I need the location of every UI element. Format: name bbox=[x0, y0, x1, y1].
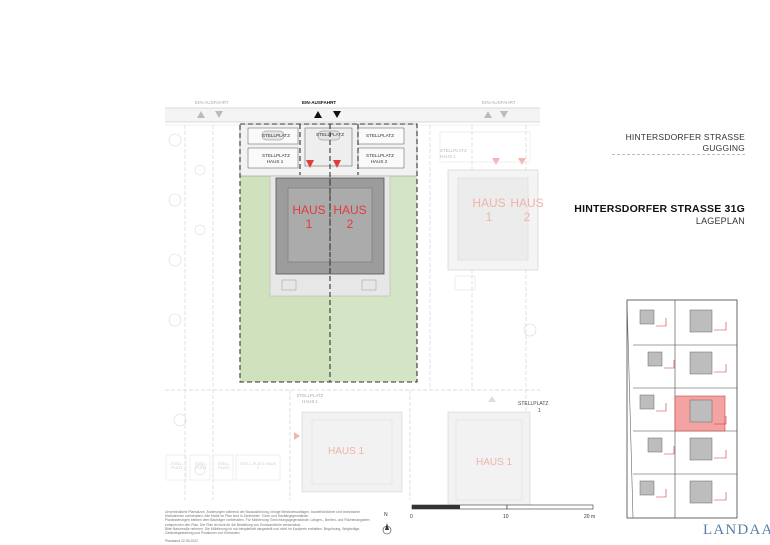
lower-house-left-label: HAUS 1 bbox=[328, 446, 365, 457]
town-title: GUGGING bbox=[702, 143, 745, 153]
bottom-parking-2: STELL-PLATZ bbox=[194, 462, 208, 470]
bottom-parking-4: STELL-PLATZ HAUS 2 bbox=[240, 462, 277, 470]
haus-2-number: 2 bbox=[346, 217, 354, 231]
parking-house2-line1: STELLPLATZ bbox=[366, 153, 394, 158]
car-icon bbox=[317, 130, 341, 141]
title-divider bbox=[612, 154, 745, 155]
ghost-parking-right-line2: HAUS 1 bbox=[440, 154, 456, 159]
haus-1-label: HAUS 1 bbox=[292, 203, 326, 231]
haus-2-title: HAUS bbox=[333, 203, 367, 217]
key-plan bbox=[626, 299, 738, 519]
entrance-left-label: EIN-AUSFAHRT bbox=[195, 100, 229, 105]
ghost-haus-1-number: 1 bbox=[485, 210, 493, 224]
car-icon bbox=[261, 130, 285, 141]
road bbox=[165, 108, 540, 122]
trees bbox=[168, 133, 537, 476]
footnote-date: Planstand 22.06.2022 bbox=[165, 539, 198, 544]
scale-label-10: 10 bbox=[503, 514, 509, 520]
scale-label-0: 0 bbox=[410, 514, 413, 520]
ghost-house-right bbox=[439, 131, 539, 291]
parking-house2-label: STELLPLATZ HAUS 2 bbox=[366, 153, 394, 165]
footnote-line2: Planänderungen bleiben dem Bauträger vor… bbox=[165, 518, 370, 527]
parking-top-mid-label: STELLPLATZ bbox=[316, 132, 344, 137]
lower-house-right-label: HAUS 1 bbox=[476, 457, 513, 468]
entrance-right-label: EIN-AUSFAHRT bbox=[482, 100, 516, 105]
property-boundary bbox=[239, 123, 418, 383]
ghost-house-lower-right bbox=[447, 411, 531, 509]
footnote-line3: Bitte Naturmaße nehmen. Die Möblierung i… bbox=[165, 526, 361, 536]
project-title: HINTERSDORFER STRASSE 31G bbox=[574, 203, 745, 215]
footnote: Unverbindliche Planskizze. Änderungen wä… bbox=[165, 510, 380, 543]
ghost-house-lower-left bbox=[301, 411, 403, 493]
entrance-main-label: EIN-AUSFAHRT bbox=[302, 100, 337, 105]
scale-label-20: 20 m bbox=[584, 514, 596, 520]
parking-top-left-label: STELLPLATZ bbox=[262, 133, 290, 138]
lower-right-parking-line1: STELLPLATZ bbox=[518, 401, 549, 407]
lower-parking-label: STELLPLATZ HAUS 1 bbox=[295, 393, 325, 405]
haus-1-number: 1 bbox=[305, 217, 313, 231]
lower-right-parking-line2: 1 bbox=[538, 408, 541, 414]
landaa-logo: LANDAA bbox=[703, 522, 770, 538]
ghost-haus-1-label: HAUS 1 bbox=[472, 196, 506, 224]
parking-house2-line2: HAUS 2 bbox=[370, 159, 388, 164]
parking-space-house1 bbox=[247, 147, 299, 169]
lower-parking-line2: HAUS 1 bbox=[302, 399, 318, 404]
parking-house1-line2: HAUS 1 bbox=[266, 159, 284, 164]
parking-top-right-label: STELLPLATZ bbox=[366, 133, 394, 138]
ghost-haus-2-number: 2 bbox=[523, 210, 531, 224]
ghost-parking-right-label: STELLPLATZ HAUS 1 bbox=[440, 148, 467, 160]
lower-parking-line1: STELLPLATZ bbox=[296, 393, 324, 398]
ghost-haus-1-title: HAUS bbox=[472, 196, 506, 210]
haus-2-label: HAUS 2 bbox=[333, 203, 367, 231]
ghost-haus-2-label: HAUS 2 bbox=[510, 196, 544, 224]
ghost-parking-right-line1: STELLPLATZ bbox=[440, 148, 467, 153]
north-label: N bbox=[384, 512, 388, 518]
bottom-parking-1: STELL-PLATZ bbox=[170, 462, 184, 470]
table-icon bbox=[281, 279, 297, 291]
table-icon bbox=[361, 279, 377, 291]
parking-house1-line1: STELLPLATZ bbox=[262, 153, 290, 158]
haus-1-title: HAUS bbox=[292, 203, 326, 217]
footnote-line1: Unverbindliche Planskizze. Änderungen wä… bbox=[165, 510, 361, 519]
scale-bar bbox=[411, 504, 594, 510]
north-arrow-icon bbox=[382, 523, 392, 535]
street-title: HINTERSDORFER STRASSE bbox=[625, 132, 745, 142]
parking-house1-label: STELLPLATZ HAUS 1 bbox=[262, 153, 290, 165]
bottom-parking-3: STELL-PLATZ bbox=[217, 462, 231, 470]
lower-right-parking-label: STELLPLATZ 1 bbox=[518, 401, 548, 415]
plan-type-title: LAGEPLAN bbox=[695, 216, 745, 226]
ghost-haus-2-title: HAUS bbox=[510, 196, 544, 210]
entrance-arrows bbox=[197, 111, 526, 440]
